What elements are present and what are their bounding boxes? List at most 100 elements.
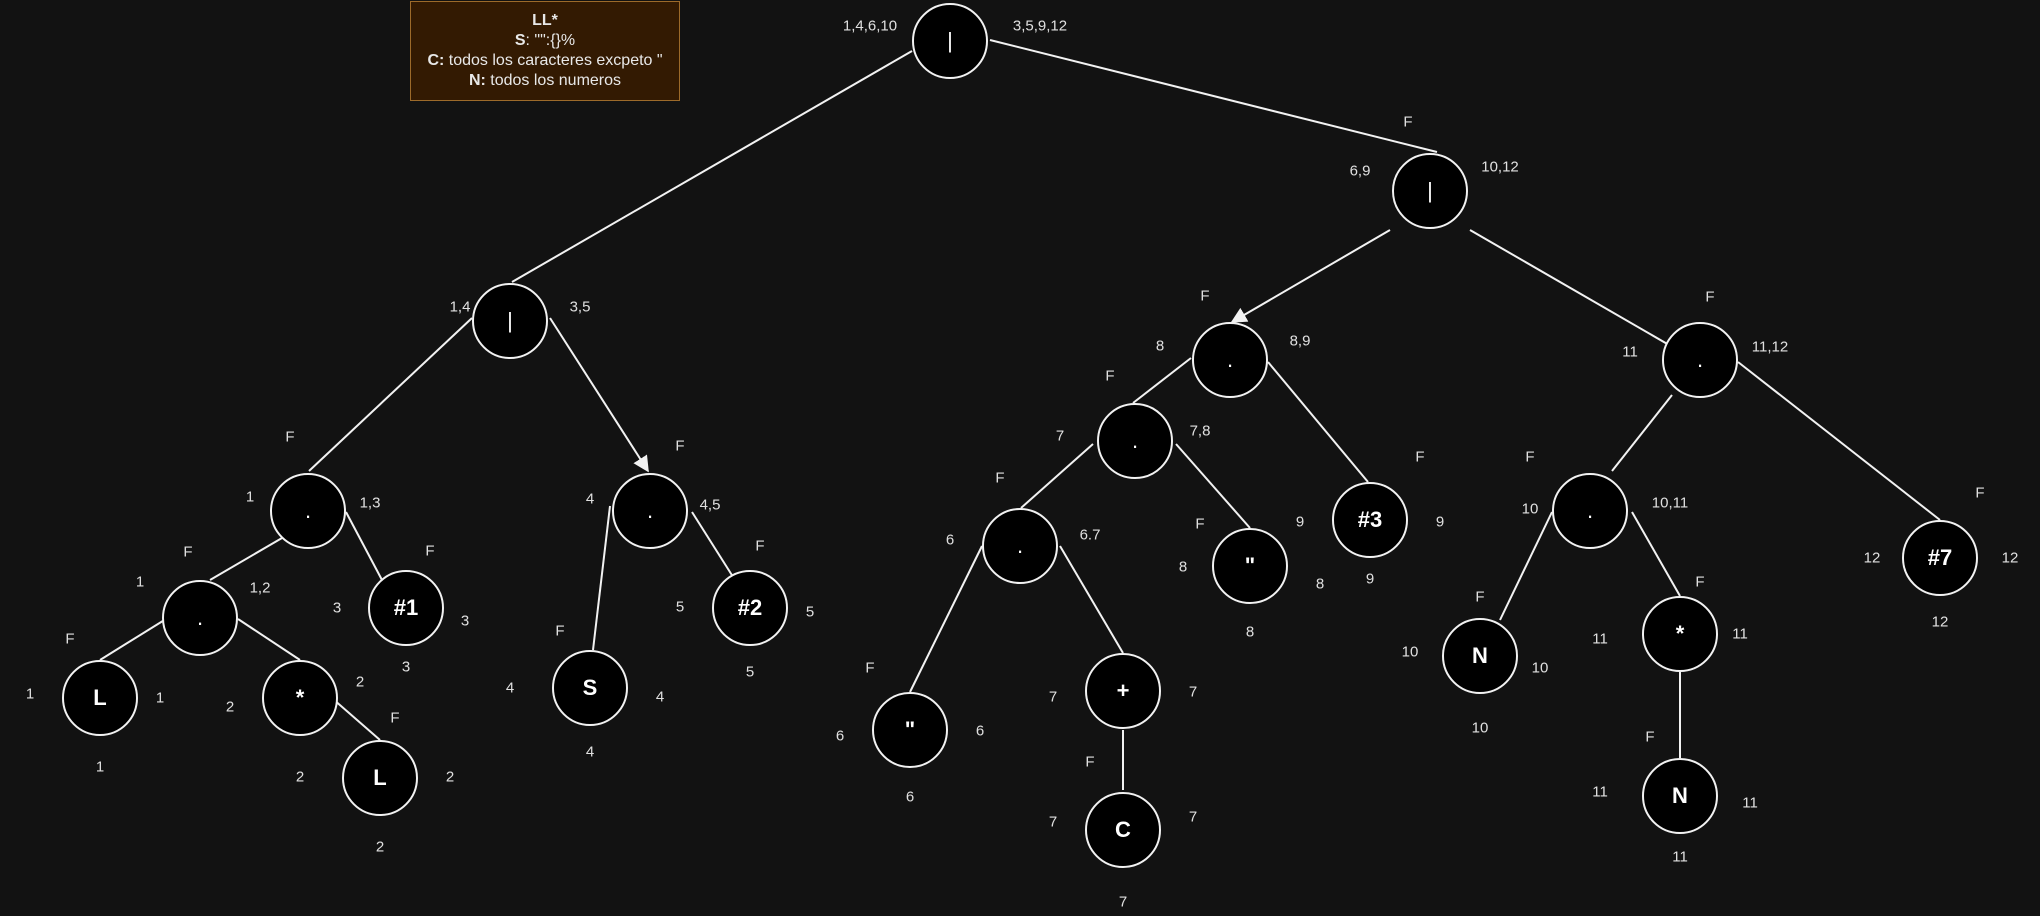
lastpos-concat-b: 1,2	[249, 579, 271, 597]
edge-or-right-cat-d	[1230, 229, 1391, 323]
node-star2: *	[1642, 596, 1718, 672]
nullable-concat-c: F	[675, 437, 685, 455]
legend-line-n: N: todos los numeros	[468, 72, 622, 89]
edge-cat-e-cat-f	[1020, 443, 1094, 509]
nullable-c: F	[1085, 753, 1095, 771]
lastpos-quote8: 8	[1315, 575, 1325, 593]
lastpos-n11: 11	[1742, 794, 1758, 812]
nullable-quote8: F	[1195, 515, 1205, 533]
position-l1: 1	[95, 758, 105, 776]
nullable-hash7: F	[1975, 484, 1985, 502]
lastpos-hash7: 12	[2001, 549, 2019, 567]
firstpos-quote8: 8	[1178, 558, 1188, 576]
nullable-concat-d: F	[1200, 287, 1210, 305]
firstpos-plus: 7	[1048, 688, 1058, 706]
firstpos-hash1: 3	[332, 599, 342, 617]
edge-cat-a-cat-b	[209, 537, 283, 581]
position-quote6: 6	[905, 788, 915, 806]
nullable-quote6: F	[865, 659, 875, 677]
legend-line-c: C: todos los caracteres excpeto "	[427, 52, 663, 69]
firstpos-or-right: 6,9	[1349, 162, 1371, 180]
position-hash3: 9	[1365, 570, 1375, 588]
lastpos-star2: 11	[1732, 625, 1748, 643]
edge-cat-b-l1	[99, 618, 167, 661]
lastpos-star1: 2	[355, 673, 365, 691]
node-concat-h: .	[1552, 473, 1628, 549]
lastpos-concat-g: 11,12	[1751, 338, 1789, 356]
lastpos-or-left: 3,5	[569, 298, 591, 316]
firstpos-concat-a: 1	[245, 488, 255, 506]
position-hash7: 12	[1931, 613, 1949, 631]
edge-root-or-right	[989, 39, 1438, 153]
nullable-concat-f: F	[995, 469, 1005, 487]
nullable-n10: F	[1475, 588, 1485, 606]
lastpos-concat-a: 1,3	[359, 494, 381, 512]
edge-cat-h-star2	[1631, 511, 1681, 597]
node-c: C	[1085, 792, 1161, 868]
node-n10: N	[1442, 618, 1518, 694]
lastpos-c: 7	[1188, 808, 1198, 826]
edge-or-left-cat-c	[549, 317, 649, 473]
node-hash1: #1	[368, 570, 444, 646]
firstpos-l1: 1	[25, 685, 35, 703]
legend-line-s: S: "":{}%	[514, 32, 576, 49]
edge-cat-h-n10	[1499, 511, 1553, 621]
edge-cat-c-h2	[691, 511, 736, 581]
lastpos-concat-e: 7,8	[1189, 422, 1211, 440]
edge-root-or-left	[511, 50, 913, 283]
firstpos-root: 1,4,6,10	[842, 17, 898, 35]
node-plus: +	[1085, 653, 1161, 729]
edge-cat-f-plus	[1059, 545, 1124, 654]
edge-cat-c-s	[592, 505, 611, 651]
lastpos-concat-h: 10,11	[1651, 494, 1689, 512]
lastpos-concat-d: 8,9	[1289, 332, 1311, 350]
lastpos-l1: 1	[155, 689, 165, 707]
firstpos-star1: 2	[225, 698, 235, 716]
legend-title: LL*	[532, 12, 558, 29]
edge-or-left-cat-a	[308, 317, 473, 472]
lastpos-l2: 2	[445, 768, 455, 786]
node-concat-d: .	[1192, 322, 1268, 398]
lastpos-root: 3,5,9,12	[1012, 17, 1068, 35]
position-quote8: 8	[1245, 623, 1255, 641]
lastpos-plus: 7	[1188, 683, 1198, 701]
node-or-left: |	[472, 283, 548, 359]
node-concat-a: .	[270, 473, 346, 549]
node-hash2: #2	[712, 570, 788, 646]
node-n11: N	[1642, 758, 1718, 834]
nullable-hash1: F	[425, 542, 435, 560]
node-star1: *	[262, 660, 338, 736]
lastpos-concat-f: 6.7	[1079, 526, 1101, 544]
nullable-concat-h: F	[1525, 448, 1535, 466]
position-c: 7	[1118, 893, 1128, 911]
nullable-concat-b: F	[183, 543, 193, 561]
firstpos-hash2: 5	[675, 598, 685, 616]
firstpos-concat-c: 4	[585, 490, 595, 508]
legend-box: LL* S: "":{}% C: todos los caracteres ex…	[410, 1, 680, 101]
position-l2: 2	[375, 838, 385, 856]
node-concat-b: .	[162, 580, 238, 656]
extra-label-hash3: 9	[1295, 513, 1305, 531]
edge-star1-l2	[332, 698, 381, 741]
nullable-s: F	[555, 622, 565, 640]
lastpos-concat-c: 4,5	[699, 496, 721, 514]
node-quote6: "	[872, 692, 948, 768]
nullable-concat-a: F	[285, 428, 295, 446]
edge-cat-a-h1	[345, 511, 383, 581]
firstpos-n11: 11	[1592, 783, 1608, 801]
firstpos-concat-h: 10	[1521, 500, 1539, 518]
node-quote8: "	[1212, 528, 1288, 604]
edge-cat-e-q8	[1175, 443, 1251, 529]
firstpos-quote6: 6	[835, 727, 845, 745]
firstpos-l2: 2	[295, 768, 305, 786]
firstpos-concat-b: 1	[135, 573, 145, 591]
firstpos-or-left: 1,4	[449, 298, 471, 316]
nullable-concat-g: F	[1705, 288, 1715, 306]
lastpos-s: 4	[655, 688, 665, 706]
node-l2: L	[342, 740, 418, 816]
nullable-hash3: F	[1415, 448, 1425, 466]
node-s: S	[552, 650, 628, 726]
nullable-concat-e: F	[1105, 367, 1115, 385]
